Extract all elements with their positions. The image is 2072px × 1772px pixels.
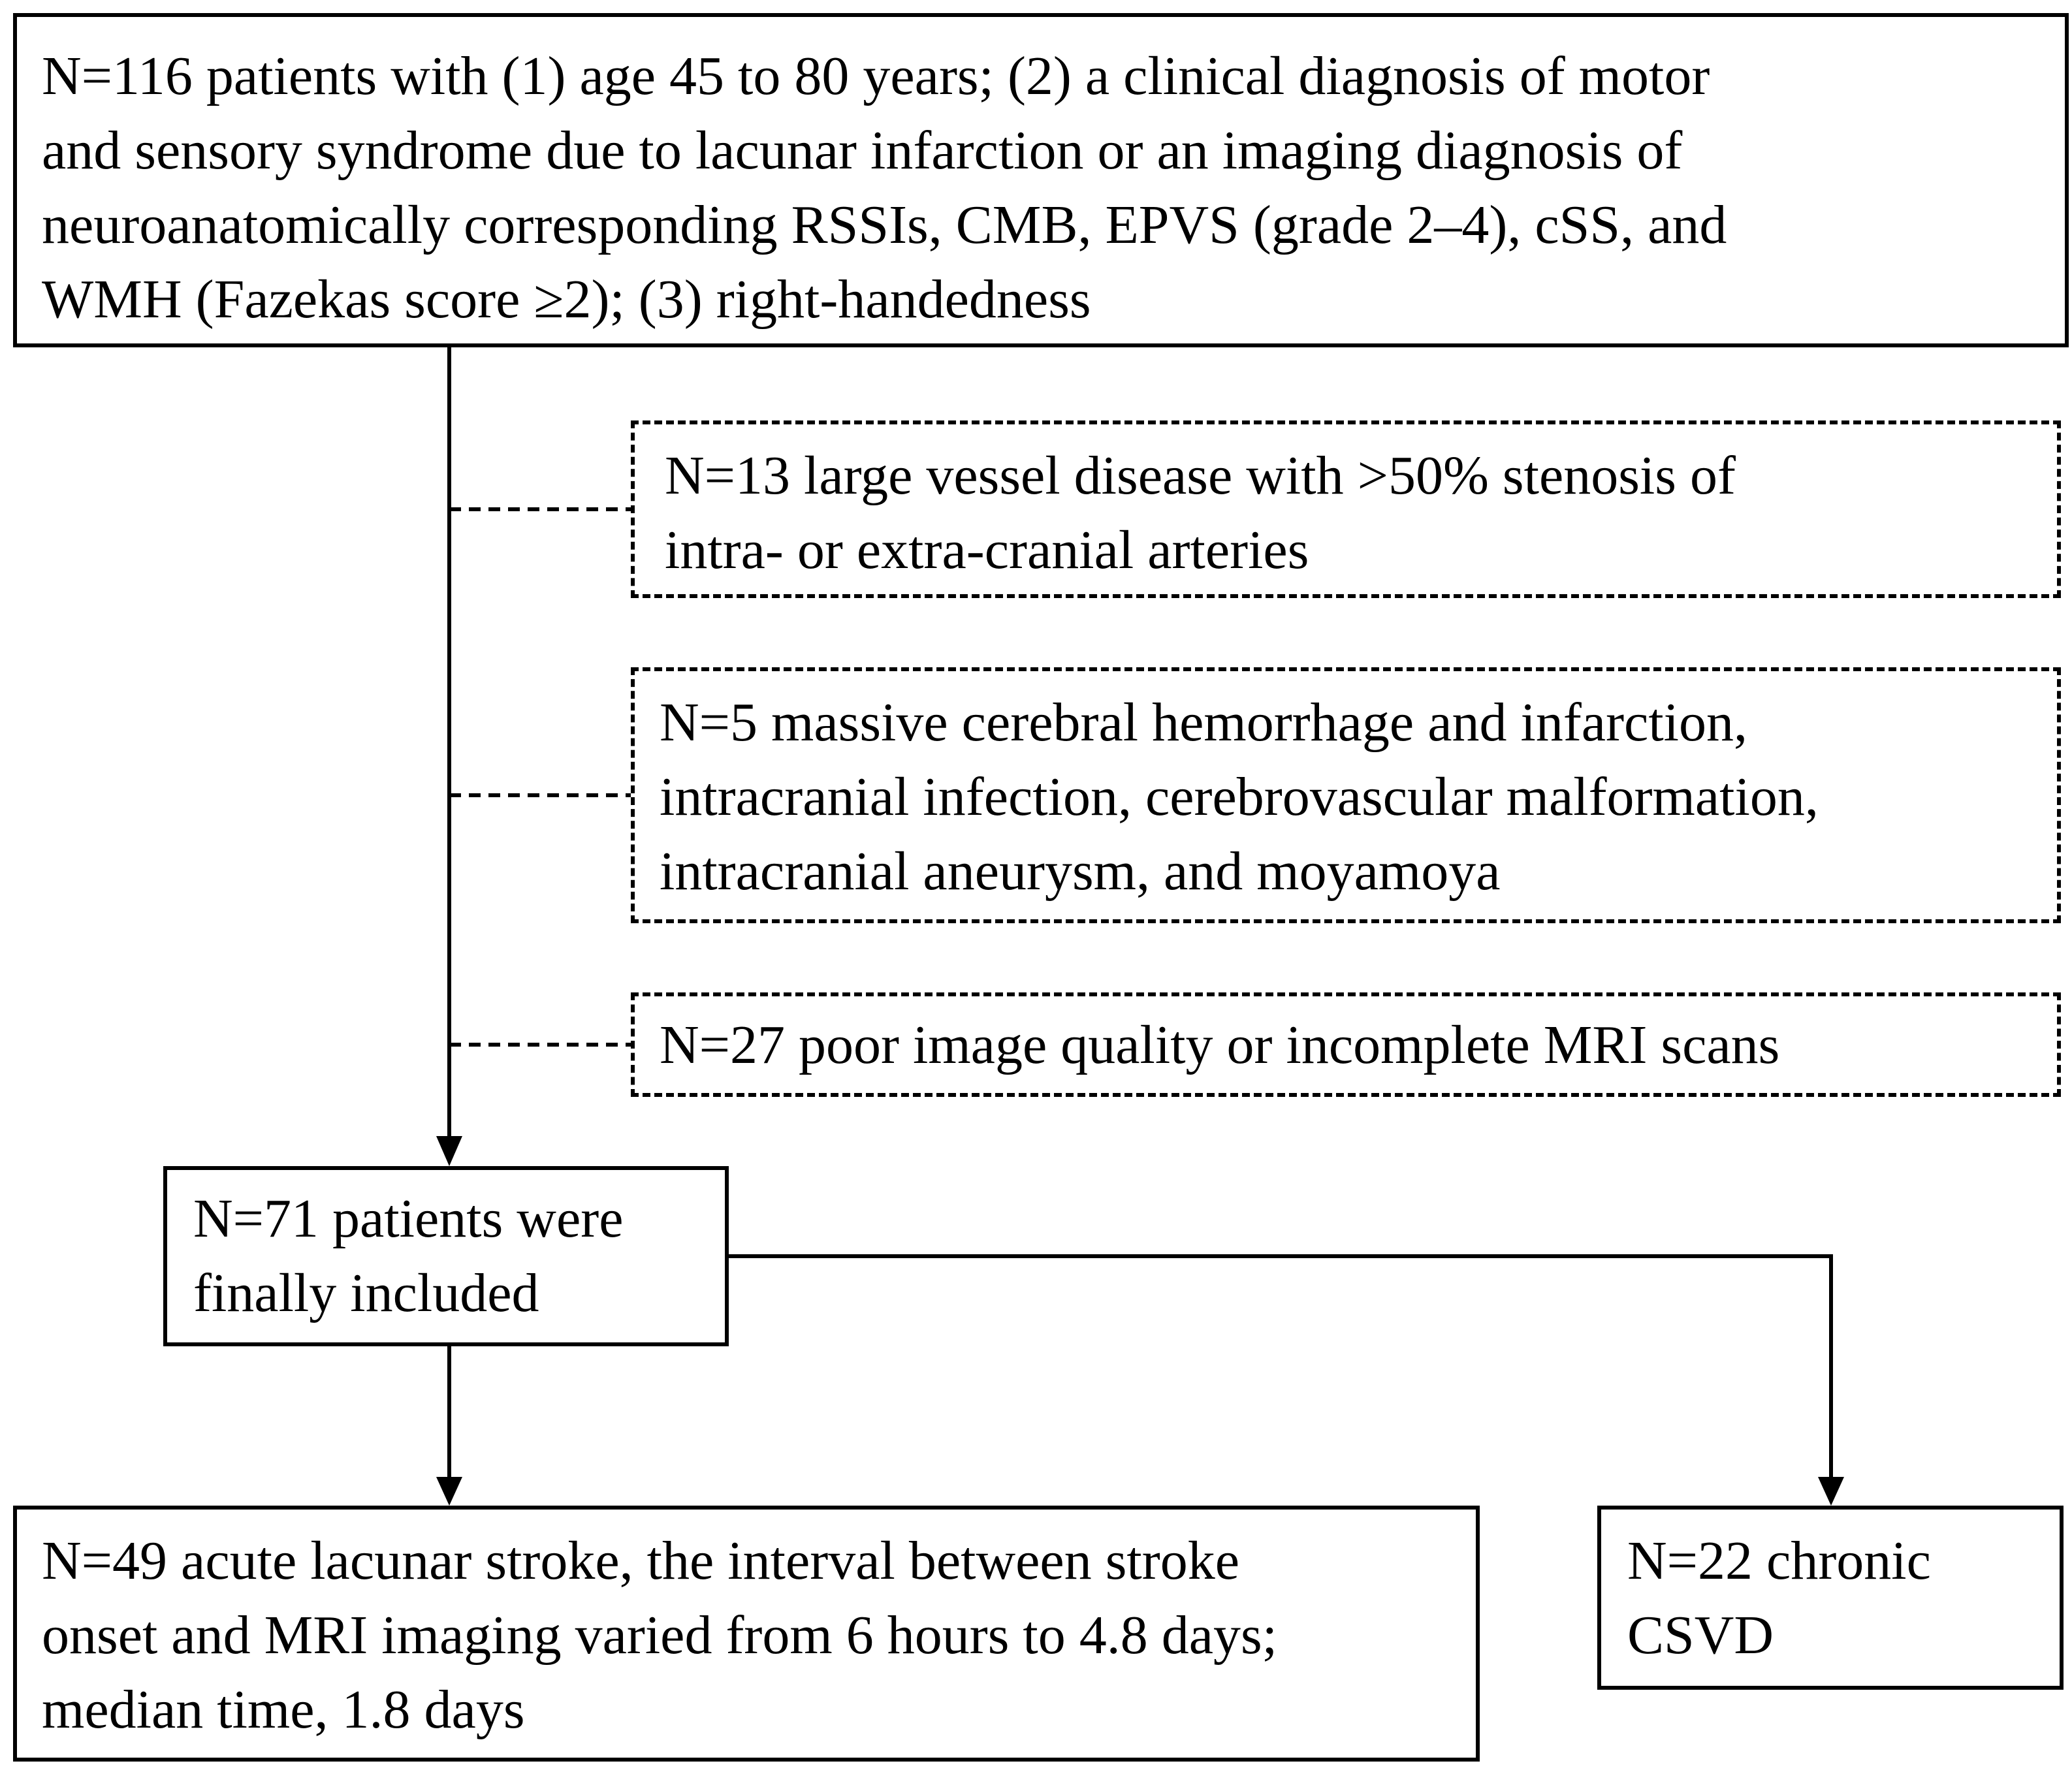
- included-box: N=71 patients were finally included: [163, 1166, 729, 1346]
- exclusion-line: N=27 poor image quality or incomplete MR…: [660, 1015, 1780, 1075]
- exclusion-box-large-vessel: N=13 large vessel disease with >50% sten…: [631, 420, 2061, 598]
- main-flow-arrowhead: [436, 1136, 462, 1166]
- chronic-line: CSVD: [1627, 1605, 1774, 1666]
- eligibility-line: N=116 patients with (1) age 45 to 80 yea…: [42, 46, 1710, 106]
- chronic-line: N=22 chronic: [1627, 1530, 1931, 1591]
- included-line: N=71 patients were: [193, 1188, 624, 1249]
- acute-line: median time, 1.8 days: [42, 1679, 525, 1740]
- eligibility-line: and sensory syndrome due to lacunar infa…: [42, 120, 1683, 181]
- eligibility-box: N=116 patients with (1) age 45 to 80 yea…: [13, 13, 2069, 347]
- acute-line: onset and MRI imaging varied from 6 hour…: [42, 1605, 1278, 1666]
- chronic-flow-arrowhead: [1818, 1477, 1844, 1506]
- exclusion-line: intracranial infection, cerebrovascular …: [660, 767, 1819, 827]
- exclusion-line: intracranial aneurysm, and moyamoya: [660, 841, 1501, 902]
- eligibility-line: neuroanatomically corresponding RSSIs, C…: [42, 195, 1727, 255]
- chronic-csvd-box: N=22 chronic CSVD: [1597, 1506, 2064, 1690]
- exclusion-box-image-quality: N=27 poor image quality or incomplete MR…: [631, 992, 2061, 1097]
- chronic-flow-line: [729, 1254, 1833, 1477]
- acute-flow-arrowhead: [436, 1477, 462, 1506]
- eligibility-line: WMH (Fazekas score ≥2); (3) right-handed…: [42, 269, 1091, 330]
- exclusion-box-hemorrhage: N=5 massive cerebral hemorrhage and infa…: [631, 667, 2061, 923]
- exclusion-line: intra- or extra-cranial arteries: [665, 520, 1309, 580]
- exclusion-line: N=13 large vessel disease with >50% sten…: [665, 445, 1736, 506]
- acute-lacunar-stroke-box: N=49 acute lacunar stroke, the interval …: [13, 1506, 1480, 1762]
- acute-line: N=49 acute lacunar stroke, the interval …: [42, 1530, 1239, 1591]
- included-line: finally included: [193, 1263, 539, 1323]
- exclusion-line: N=5 massive cerebral hemorrhage and infa…: [660, 692, 1748, 753]
